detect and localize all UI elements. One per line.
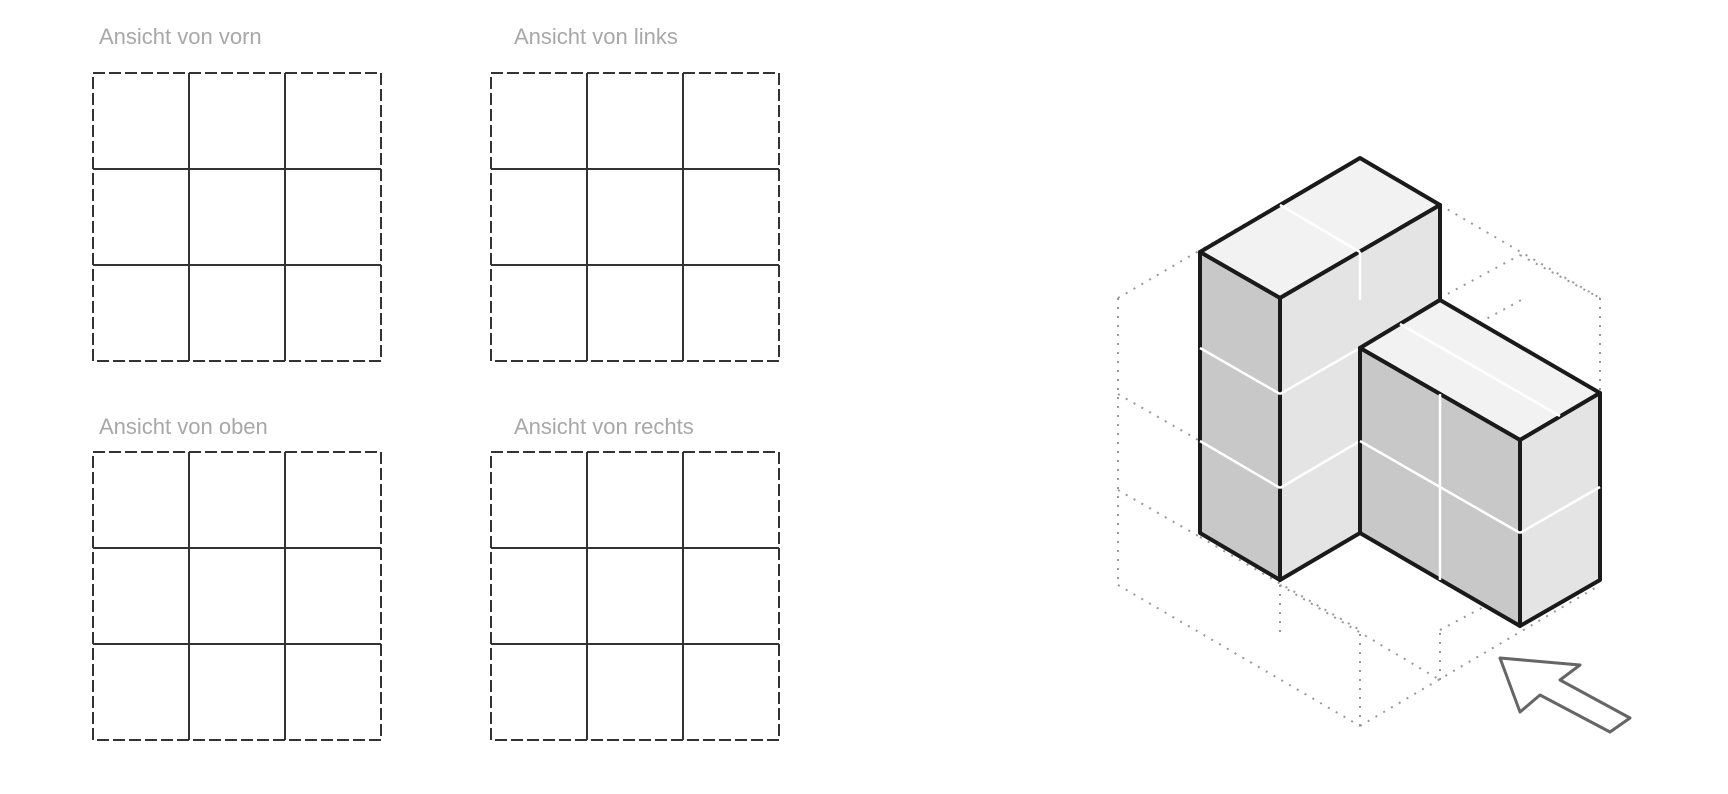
- grid-cell[interactable]: [682, 264, 780, 362]
- grid-left-view[interactable]: [488, 70, 782, 364]
- view-label-right: Ansicht von rechts: [514, 414, 694, 439]
- tall-front-face: [1198, 250, 1282, 582]
- view-label-front: Ansicht von vorn: [99, 24, 262, 49]
- view-label-left: Ansicht von links: [514, 24, 678, 49]
- view-label-top: Ansicht von oben: [99, 414, 268, 439]
- grid-cell[interactable]: [682, 643, 780, 741]
- arrow-pointer-icon: [1498, 656, 1632, 734]
- grid-cell[interactable]: [284, 643, 382, 741]
- grid-front-view[interactable]: [90, 70, 384, 364]
- grid-cell[interactable]: [284, 264, 382, 362]
- grid-top-view[interactable]: [90, 449, 384, 743]
- grid-right-view[interactable]: [488, 449, 782, 743]
